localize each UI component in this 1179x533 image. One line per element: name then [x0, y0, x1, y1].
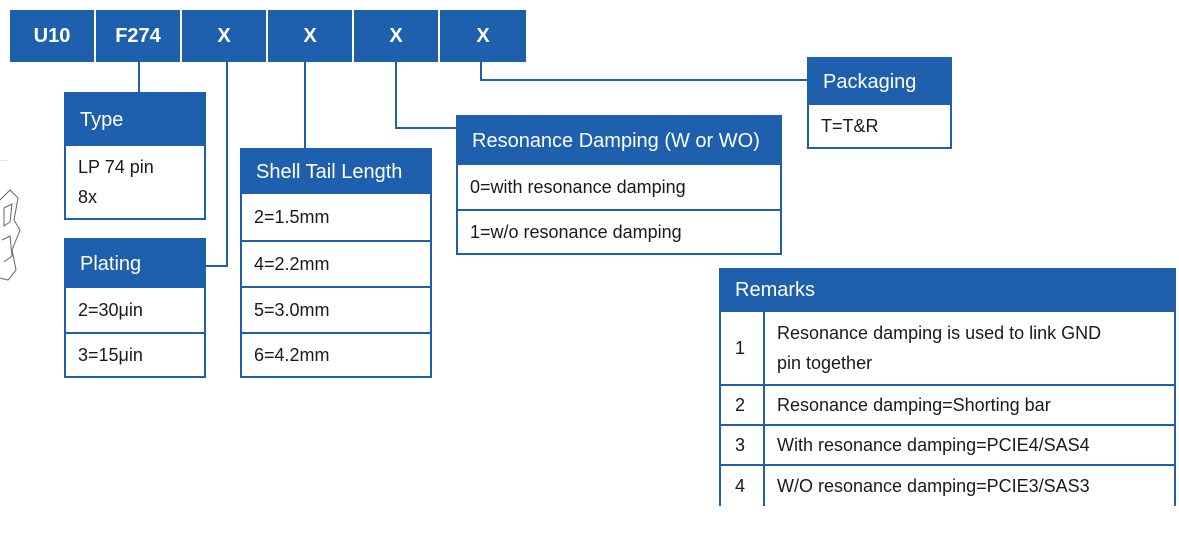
- pn-segment-packaging: X: [440, 10, 526, 62]
- resonance-option-2: 1=w/o resonance damping: [458, 209, 780, 253]
- remarks-row: 2 Resonance damping=Shorting bar: [721, 384, 1174, 424]
- connector-plating: [206, 62, 228, 267]
- remarks-row-number: 4: [721, 466, 765, 506]
- shell-tail-option-3: 5=3.0mm: [242, 286, 430, 332]
- plating-title: Plating: [66, 240, 204, 288]
- pn-segment-shell-tail: X: [268, 10, 354, 62]
- resonance-damping-box: Resonance Damping (W or WO) 0=with reson…: [456, 115, 782, 255]
- remarks-row: 4 W/O resonance damping=PCIE3/SAS3: [721, 464, 1174, 506]
- plating-option-2: 3=15μin: [66, 332, 204, 376]
- pn-segment-type: F274: [96, 10, 182, 62]
- remarks-title: Remarks: [721, 268, 1174, 312]
- connector-resonance: [395, 62, 456, 129]
- plating-option-1: 2=30μin: [78, 299, 143, 320]
- shell-tail-option-2: 4=2.2mm: [242, 240, 430, 286]
- type-description: LP 74 pin 8x: [66, 146, 204, 218]
- part-number-bar: U10 F274 X X X X: [10, 10, 526, 62]
- type-box: Type LP 74 pin 8x: [64, 92, 206, 220]
- remarks-row: 1 Resonance damping is used to link GND …: [721, 312, 1174, 384]
- packaging-title: Packaging: [809, 59, 950, 105]
- packaging-box: Packaging T=T&R: [807, 57, 952, 149]
- resonance-option-1: 0=with resonance damping: [470, 176, 686, 197]
- remarks-row-text: Resonance damping=Shorting bar: [777, 395, 1051, 415]
- remarks-row-number: 1: [721, 312, 765, 384]
- remarks-row-number: 2: [721, 386, 765, 424]
- remarks-row-text: Resonance damping is used to link GND pi…: [765, 312, 1174, 384]
- remarks-row-number: 3: [721, 426, 765, 464]
- type-line-2: 8x: [78, 187, 98, 207]
- shell-tail-option-4: 6=4.2mm: [242, 332, 430, 376]
- pn-segment-series: U10: [10, 10, 96, 62]
- type-line-1: LP 74 pin: [78, 157, 154, 177]
- connector-packaging: [480, 62, 807, 81]
- shell-tail-length-box: Shell Tail Length 2=1.5mm 4=2.2mm 5=3.0m…: [240, 148, 432, 378]
- shell-tail-option-1: 2=1.5mm: [254, 206, 330, 227]
- remarks-row-text: W/O resonance damping=PCIE3/SAS3: [777, 476, 1090, 496]
- remarks-row-text: With resonance damping=PCIE4/SAS4: [777, 435, 1090, 455]
- resonance-damping-title: Resonance Damping (W or WO): [458, 117, 780, 165]
- connector-image-fragment: [0, 160, 21, 281]
- pn-segment-plating: X: [182, 10, 268, 62]
- shell-tail-length-title: Shell Tail Length: [242, 150, 430, 194]
- remarks-row-1-line-2: pin together: [777, 353, 873, 373]
- packaging-option-1: T=T&R: [821, 115, 879, 136]
- remarks-row-1-line-1: Resonance damping is used to link GND: [777, 323, 1102, 343]
- plating-box: Plating 2=30μin 3=15μin: [64, 238, 206, 378]
- remarks-table: Remarks 1 Resonance damping is used to l…: [719, 268, 1176, 506]
- remarks-row: 3 With resonance damping=PCIE4/SAS4: [721, 424, 1174, 464]
- type-title: Type: [66, 94, 204, 146]
- pn-segment-resonance: X: [354, 10, 440, 62]
